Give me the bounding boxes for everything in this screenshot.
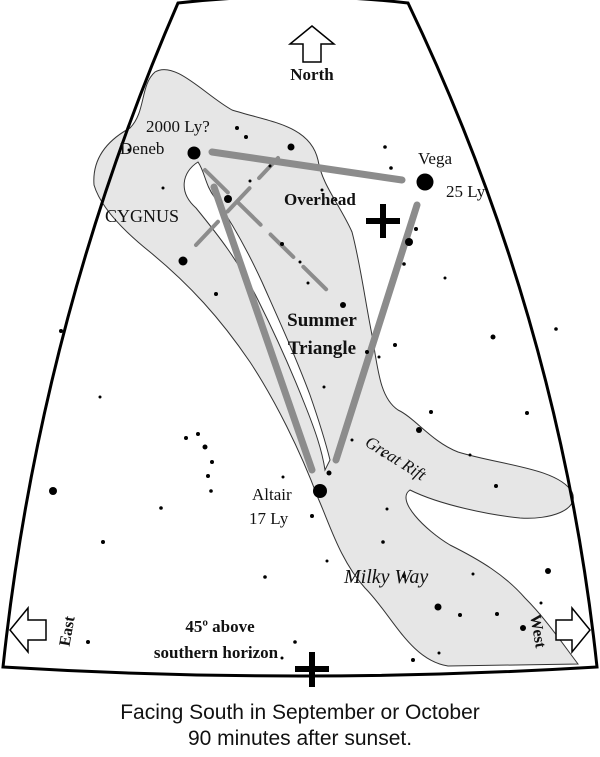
east-label: East — [57, 614, 79, 647]
star — [437, 651, 441, 655]
star — [248, 179, 252, 183]
star — [293, 640, 297, 644]
altair-label: Altair — [252, 485, 292, 504]
star — [306, 281, 310, 285]
star — [263, 575, 267, 579]
star — [280, 656, 284, 660]
summer-triangle-lines — [208, 148, 421, 474]
star — [443, 276, 447, 280]
overhead-cross-icon — [366, 204, 400, 238]
east-arrow-icon — [9, 605, 47, 655]
star — [350, 438, 354, 442]
stars — [49, 126, 558, 662]
star — [539, 601, 543, 605]
star — [495, 612, 499, 616]
star — [280, 242, 284, 246]
cygnus-asterism-lines — [194, 156, 337, 300]
star — [209, 489, 213, 493]
star — [340, 302, 346, 308]
star — [59, 329, 63, 333]
star — [458, 613, 462, 617]
star — [429, 410, 433, 414]
star — [298, 260, 302, 264]
star — [244, 135, 248, 139]
star — [178, 256, 188, 266]
cygnus-label: CYGNUS — [105, 206, 179, 226]
star — [320, 188, 324, 192]
summer-triangle-label-line1: Summer — [287, 310, 357, 331]
north-label: North — [290, 65, 334, 84]
summer-triangle-label-line2: Triangle — [288, 338, 356, 359]
star — [471, 572, 475, 576]
deneb-label: Deneb — [120, 139, 164, 158]
star — [525, 411, 529, 415]
star — [389, 166, 393, 170]
star — [161, 186, 165, 190]
star — [380, 453, 384, 457]
chart-frame — [1, 0, 599, 678]
star — [416, 427, 422, 433]
star — [235, 126, 239, 130]
star-deneb — [187, 146, 201, 160]
star — [377, 355, 381, 359]
horizon-label-line2: southern horizon — [154, 643, 279, 662]
star-altair — [313, 484, 327, 498]
caption-line-2: 90 minutes after sunset. — [187, 727, 413, 750]
star-vega — [416, 173, 434, 191]
star — [210, 460, 214, 464]
star — [414, 227, 418, 231]
deneb-distance-label: 2000 Ly? — [146, 117, 210, 136]
vega-label: Vega — [418, 149, 452, 168]
west-label: West — [526, 613, 549, 650]
star — [86, 640, 90, 644]
milky-way-band — [93, 69, 579, 667]
star — [490, 334, 496, 340]
star — [402, 262, 406, 266]
star — [545, 568, 551, 574]
star — [127, 148, 131, 152]
star — [383, 145, 387, 149]
star — [268, 164, 272, 168]
star — [554, 327, 558, 331]
star — [184, 436, 188, 440]
star — [206, 474, 210, 478]
horizon-cross-icon — [295, 652, 329, 687]
west-arrow-icon — [555, 605, 591, 655]
star — [494, 484, 498, 488]
star — [287, 143, 295, 151]
star — [393, 343, 397, 347]
caption-line-1: Facing South in September or October — [120, 701, 480, 724]
altair-distance-label: 17 Ly — [249, 509, 289, 528]
star — [196, 432, 200, 436]
star — [520, 625, 526, 631]
star — [325, 559, 329, 563]
star — [224, 195, 232, 203]
star — [411, 658, 415, 662]
vega-distance-label: 25 Ly — [446, 182, 486, 201]
star — [385, 507, 389, 511]
star — [322, 385, 326, 389]
star — [310, 514, 314, 518]
star — [326, 470, 332, 476]
star — [214, 292, 218, 296]
star — [281, 475, 285, 479]
milky-way-label: Milky Way — [343, 566, 428, 588]
star — [98, 395, 102, 399]
star — [365, 350, 369, 354]
horizon-label-line1: 45º above — [185, 617, 255, 636]
star — [405, 238, 413, 246]
star — [159, 506, 163, 510]
overhead-label: Overhead — [284, 190, 356, 209]
star — [101, 540, 105, 544]
north-arrow-icon — [287, 25, 337, 63]
star — [202, 444, 208, 450]
star — [49, 487, 57, 495]
star — [434, 603, 442, 611]
star — [468, 453, 472, 457]
star — [381, 540, 385, 544]
great-rift-lane — [183, 161, 331, 472]
star — [402, 574, 406, 578]
